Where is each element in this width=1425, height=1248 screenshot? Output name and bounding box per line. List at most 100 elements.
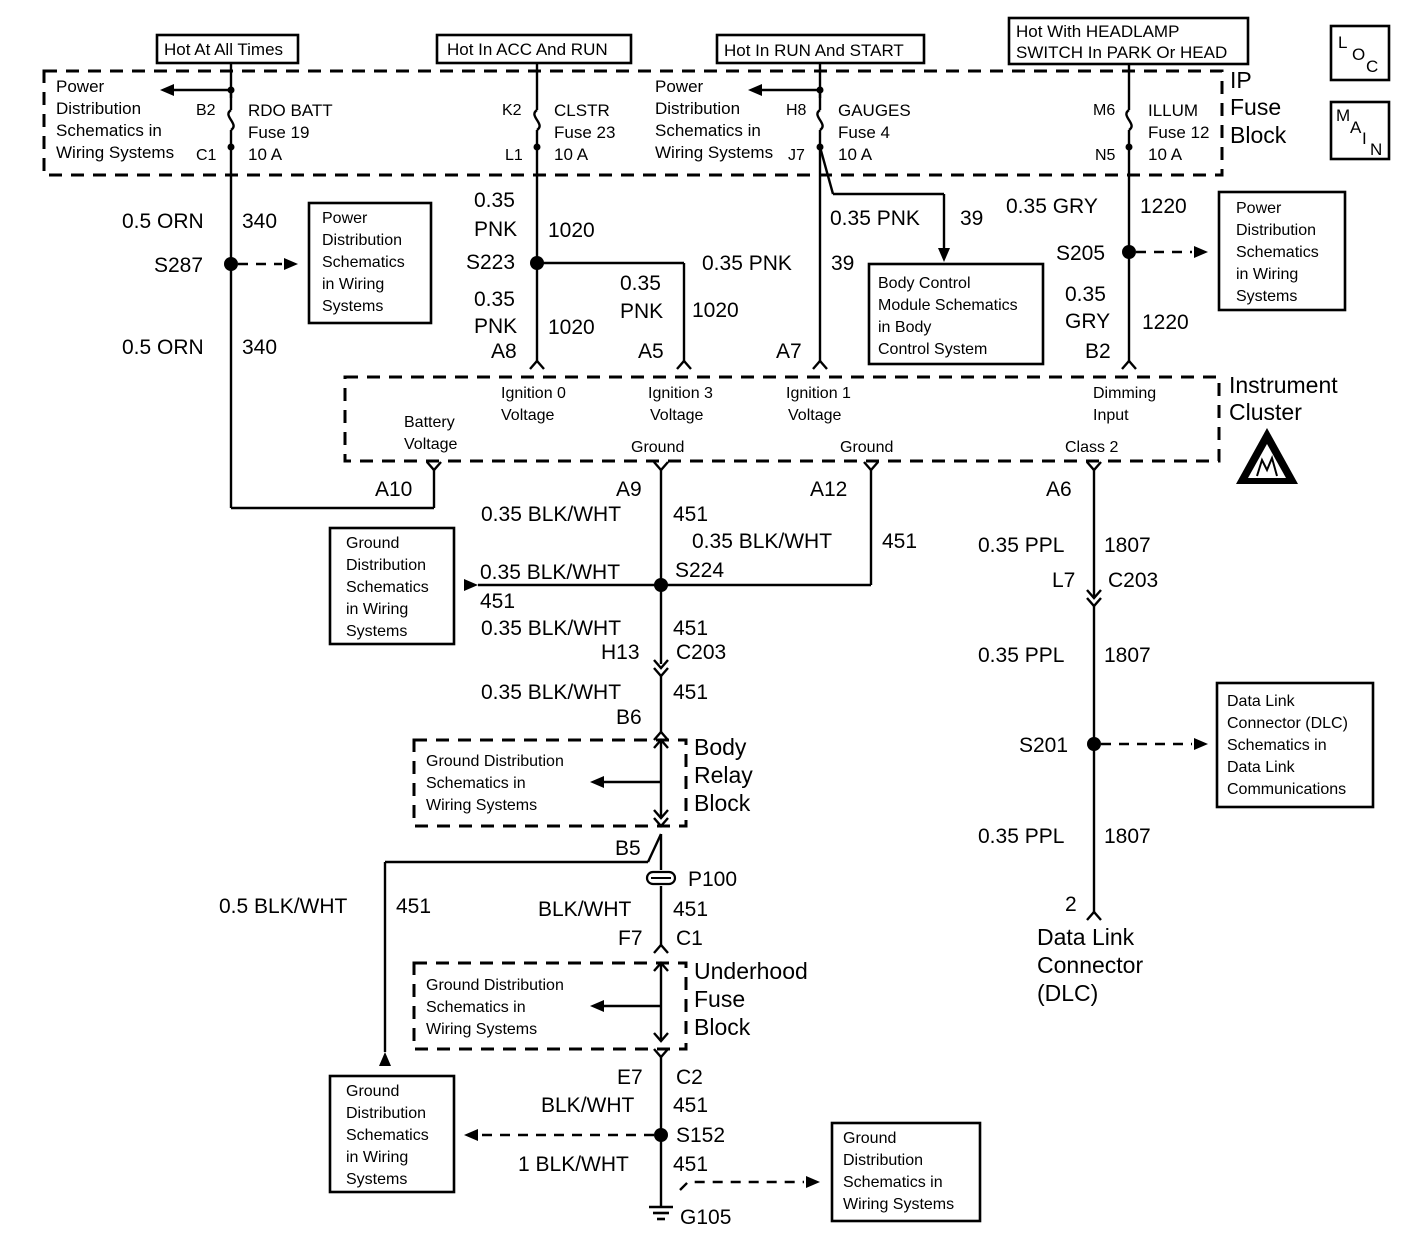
pin-b5-label: B5	[615, 837, 641, 860]
pd-mid-line3: Schematics in	[655, 121, 761, 140]
pd-mid-line2: Distribution	[655, 99, 740, 118]
gd-box-lower[interactable]: Ground Distribution Schematics in Wiring…	[328, 1074, 456, 1194]
pd-left-line3: Schematics in	[56, 121, 162, 140]
fuse-23-name: CLSTR	[554, 101, 610, 120]
connector-a5-icon	[676, 359, 692, 370]
underhood-inner-2: Schematics in	[426, 999, 526, 1016]
connector-a8-icon	[529, 359, 545, 370]
body-relay-arrow-icon	[590, 776, 604, 788]
body-relay-inner-2: Schematics in	[426, 775, 526, 792]
gd-g105-line2: Distribution	[843, 1152, 923, 1169]
gd-s224-line2: Distribution	[346, 557, 426, 574]
gd-s224-line1: Ground	[346, 535, 399, 552]
w451-p100-size: BLK/WHT	[538, 898, 632, 921]
w451-b5-circuit: 451	[396, 895, 431, 918]
label-dimming-line1: Dimming	[1093, 385, 1156, 402]
circuit-451-g105: E7 C2 BLK/WHT 451 S152 1 BLK/WHT 451 G10…	[464, 1057, 820, 1229]
fuse-23-rating: 10 A	[554, 145, 589, 164]
pd-s287-line4: in Wiring	[322, 276, 384, 293]
w340-lower-circuit: 340	[242, 336, 277, 359]
w1220-a-circuit: 1220	[1140, 195, 1187, 218]
main-badge[interactable]: M A I N	[1329, 100, 1391, 161]
gd-box-s224[interactable]: Ground Distribution Schematics in Wiring…	[328, 526, 456, 646]
instrument-cluster: Instrument Cluster Ignition 0 Voltage Ig…	[343, 372, 1338, 501]
connector-c1-label: C1	[676, 927, 703, 950]
pin-e7-label: E7	[617, 1066, 643, 1089]
pd-s205-line1: Power	[1236, 200, 1282, 217]
underhood-inner-3: Wiring Systems	[426, 1021, 537, 1038]
w1220-b-size-2: GRY	[1065, 310, 1110, 333]
w1220-a-size: 0.35 GRY	[1006, 195, 1098, 218]
bcm-line1: Body Control	[878, 275, 971, 292]
s287-arrow-icon	[284, 258, 298, 270]
circuit-1220: 0.35 GRY 1220 S205 0.35 GRY 1220 B2	[1006, 147, 1208, 370]
ip-fuse-block-title-2: Fuse	[1230, 94, 1281, 120]
underhood-arrow-icon	[590, 1000, 604, 1012]
connector-c203-upper-label: C203	[676, 641, 726, 664]
pd-box-s205[interactable]: Power Distribution Schematics in Wiring …	[1217, 190, 1347, 312]
pin-b2-label: B2	[1085, 340, 1111, 363]
header-hot-run-start-text: Hot In RUN And START	[724, 41, 904, 60]
circuit-39: 0.35 PNK 39 0.35 PNK 39 A7	[702, 146, 983, 370]
w1020-a-circuit: 1020	[548, 219, 595, 242]
label-ground-2: Ground	[840, 439, 893, 456]
pin-b6-label: B6	[616, 706, 642, 729]
splice-s287-label: S287	[154, 254, 203, 277]
circuit-340: 0.5 ORN 340 S287 0.5 ORN 340	[122, 147, 442, 510]
main-badge-m: M	[1336, 106, 1350, 125]
loc-badge[interactable]: L O C	[1329, 24, 1391, 82]
bcm-box[interactable]: Body Control Module Schematics in Body C…	[867, 262, 1045, 366]
w1807-c-size: 0.35 PPL	[978, 825, 1064, 848]
fuse-23-out-pin: L1	[505, 147, 523, 164]
gd-lower-line1: Ground	[346, 1083, 399, 1100]
underhood-title-1: Underhood	[694, 958, 808, 984]
w451-left-circuit: 451	[480, 590, 515, 613]
dlc-box-line2: Connector (DLC)	[1227, 715, 1348, 732]
connector-a6-icon	[1086, 461, 1102, 472]
w1020-c-circuit: 1020	[692, 299, 739, 322]
underhood-title-3: Block	[694, 1014, 751, 1040]
body-relay-block: Body Relay Block Ground Distribution Sch…	[412, 734, 753, 828]
gd-lower-line4: in Wiring	[346, 1149, 408, 1166]
underhood-fuse-block: Underhood Fuse Block Ground Distribution…	[412, 958, 808, 1059]
fuse-19-label: Fuse 19	[248, 123, 309, 142]
pd-s287-line5: Systems	[322, 298, 383, 315]
dlc-box-line5: Communications	[1227, 781, 1346, 798]
pd-s287-line2: Distribution	[322, 232, 402, 249]
s201-arrow-icon	[1194, 738, 1208, 750]
pd-mid-line4: Wiring Systems	[655, 143, 773, 162]
w1020-b-circuit: 1020	[548, 316, 595, 339]
pin-a12-label: A12	[810, 478, 847, 501]
w1807-a-circuit: 1807	[1104, 534, 1151, 557]
pin-a8-label: A8	[491, 340, 517, 363]
pd-box-s287[interactable]: Power Distribution Schematics in Wiring …	[307, 201, 433, 325]
pd-left-line2: Distribution	[56, 99, 141, 118]
w39-b-circuit: 39	[831, 252, 854, 275]
w39-a-circuit: 39	[960, 207, 983, 230]
dlc-box[interactable]: Data Link Connector (DLC) Schematics in …	[1215, 681, 1375, 809]
gd-box-g105[interactable]: Ground Distribution Schematics in Wiring…	[830, 1121, 982, 1223]
w451-a9-size: 0.35 BLK/WHT	[481, 503, 621, 526]
header-hot-at-all-times-text: Hot At All Times	[164, 40, 283, 59]
w1020-c-size-1: 0.35	[620, 272, 661, 295]
connector-b2-icon	[1121, 359, 1137, 370]
splice-s201-dot	[1087, 737, 1101, 751]
fuse-12-in-pin: M6	[1093, 102, 1115, 119]
s205-arrow-icon	[1194, 246, 1208, 258]
pd-link-mid[interactable]: Power Distribution Schematics in Wiring …	[655, 77, 820, 162]
bcm-arrow-icon	[938, 248, 950, 262]
fuse-23-icon	[533, 109, 541, 131]
w340-lower-size: 0.5 ORN	[122, 336, 204, 359]
gd-s224-line4: in Wiring	[346, 601, 408, 618]
w1020-c-size-2: PNK	[620, 300, 663, 323]
fuse-19-name: RDO BATT	[248, 101, 333, 120]
main-badge-i: I	[1362, 129, 1367, 148]
connector-a9-icon	[653, 461, 669, 472]
ip-fuse-block-title-1: IP	[1230, 67, 1252, 93]
cluster-title-2: Cluster	[1229, 399, 1302, 425]
w451-b6-size: 0.35 BLK/WHT	[481, 681, 621, 704]
dlc-title-2: Connector	[1037, 952, 1143, 978]
fuse-19-icon	[227, 109, 235, 131]
gd-g105-line4: Wiring Systems	[843, 1196, 954, 1213]
pd-link-left[interactable]: Power Distribution Schematics in Wiring …	[56, 77, 231, 162]
